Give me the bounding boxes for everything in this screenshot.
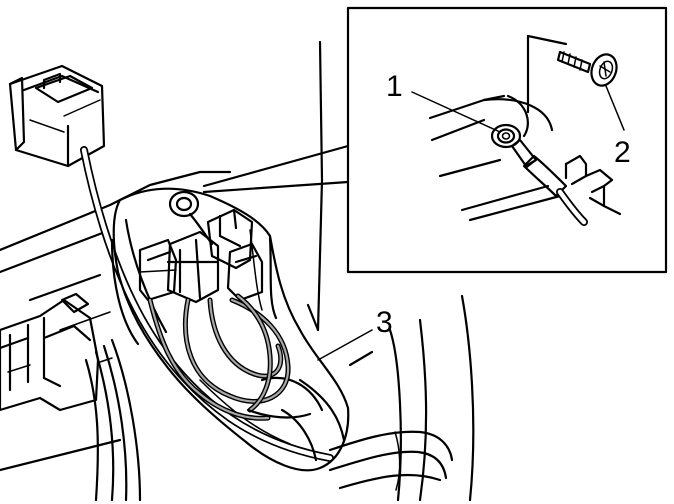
wire-clip (564, 154, 622, 216)
relay-block-wires (84, 338, 142, 502)
callout-2: 2 (614, 136, 631, 169)
housing-wire-loops (147, 293, 312, 421)
callout-1: 1 (386, 70, 403, 103)
relay-block-left (0, 292, 100, 412)
pillar-trim (388, 294, 475, 502)
detail-pointer-lines (202, 144, 350, 194)
leader-2 (605, 85, 625, 131)
leader-1 (411, 91, 501, 133)
screw-icon (556, 50, 618, 87)
vehicle-body-panel (0, 40, 374, 472)
callout-3: 3 (376, 306, 393, 339)
ground-wire (522, 154, 588, 226)
leader-3 (317, 329, 373, 361)
top-left-connector (8, 64, 106, 168)
lower-wire-bundle (328, 430, 454, 491)
detail-inset (346, 6, 668, 274)
wiring-housing (110, 187, 350, 472)
housing-connectors (138, 208, 264, 304)
